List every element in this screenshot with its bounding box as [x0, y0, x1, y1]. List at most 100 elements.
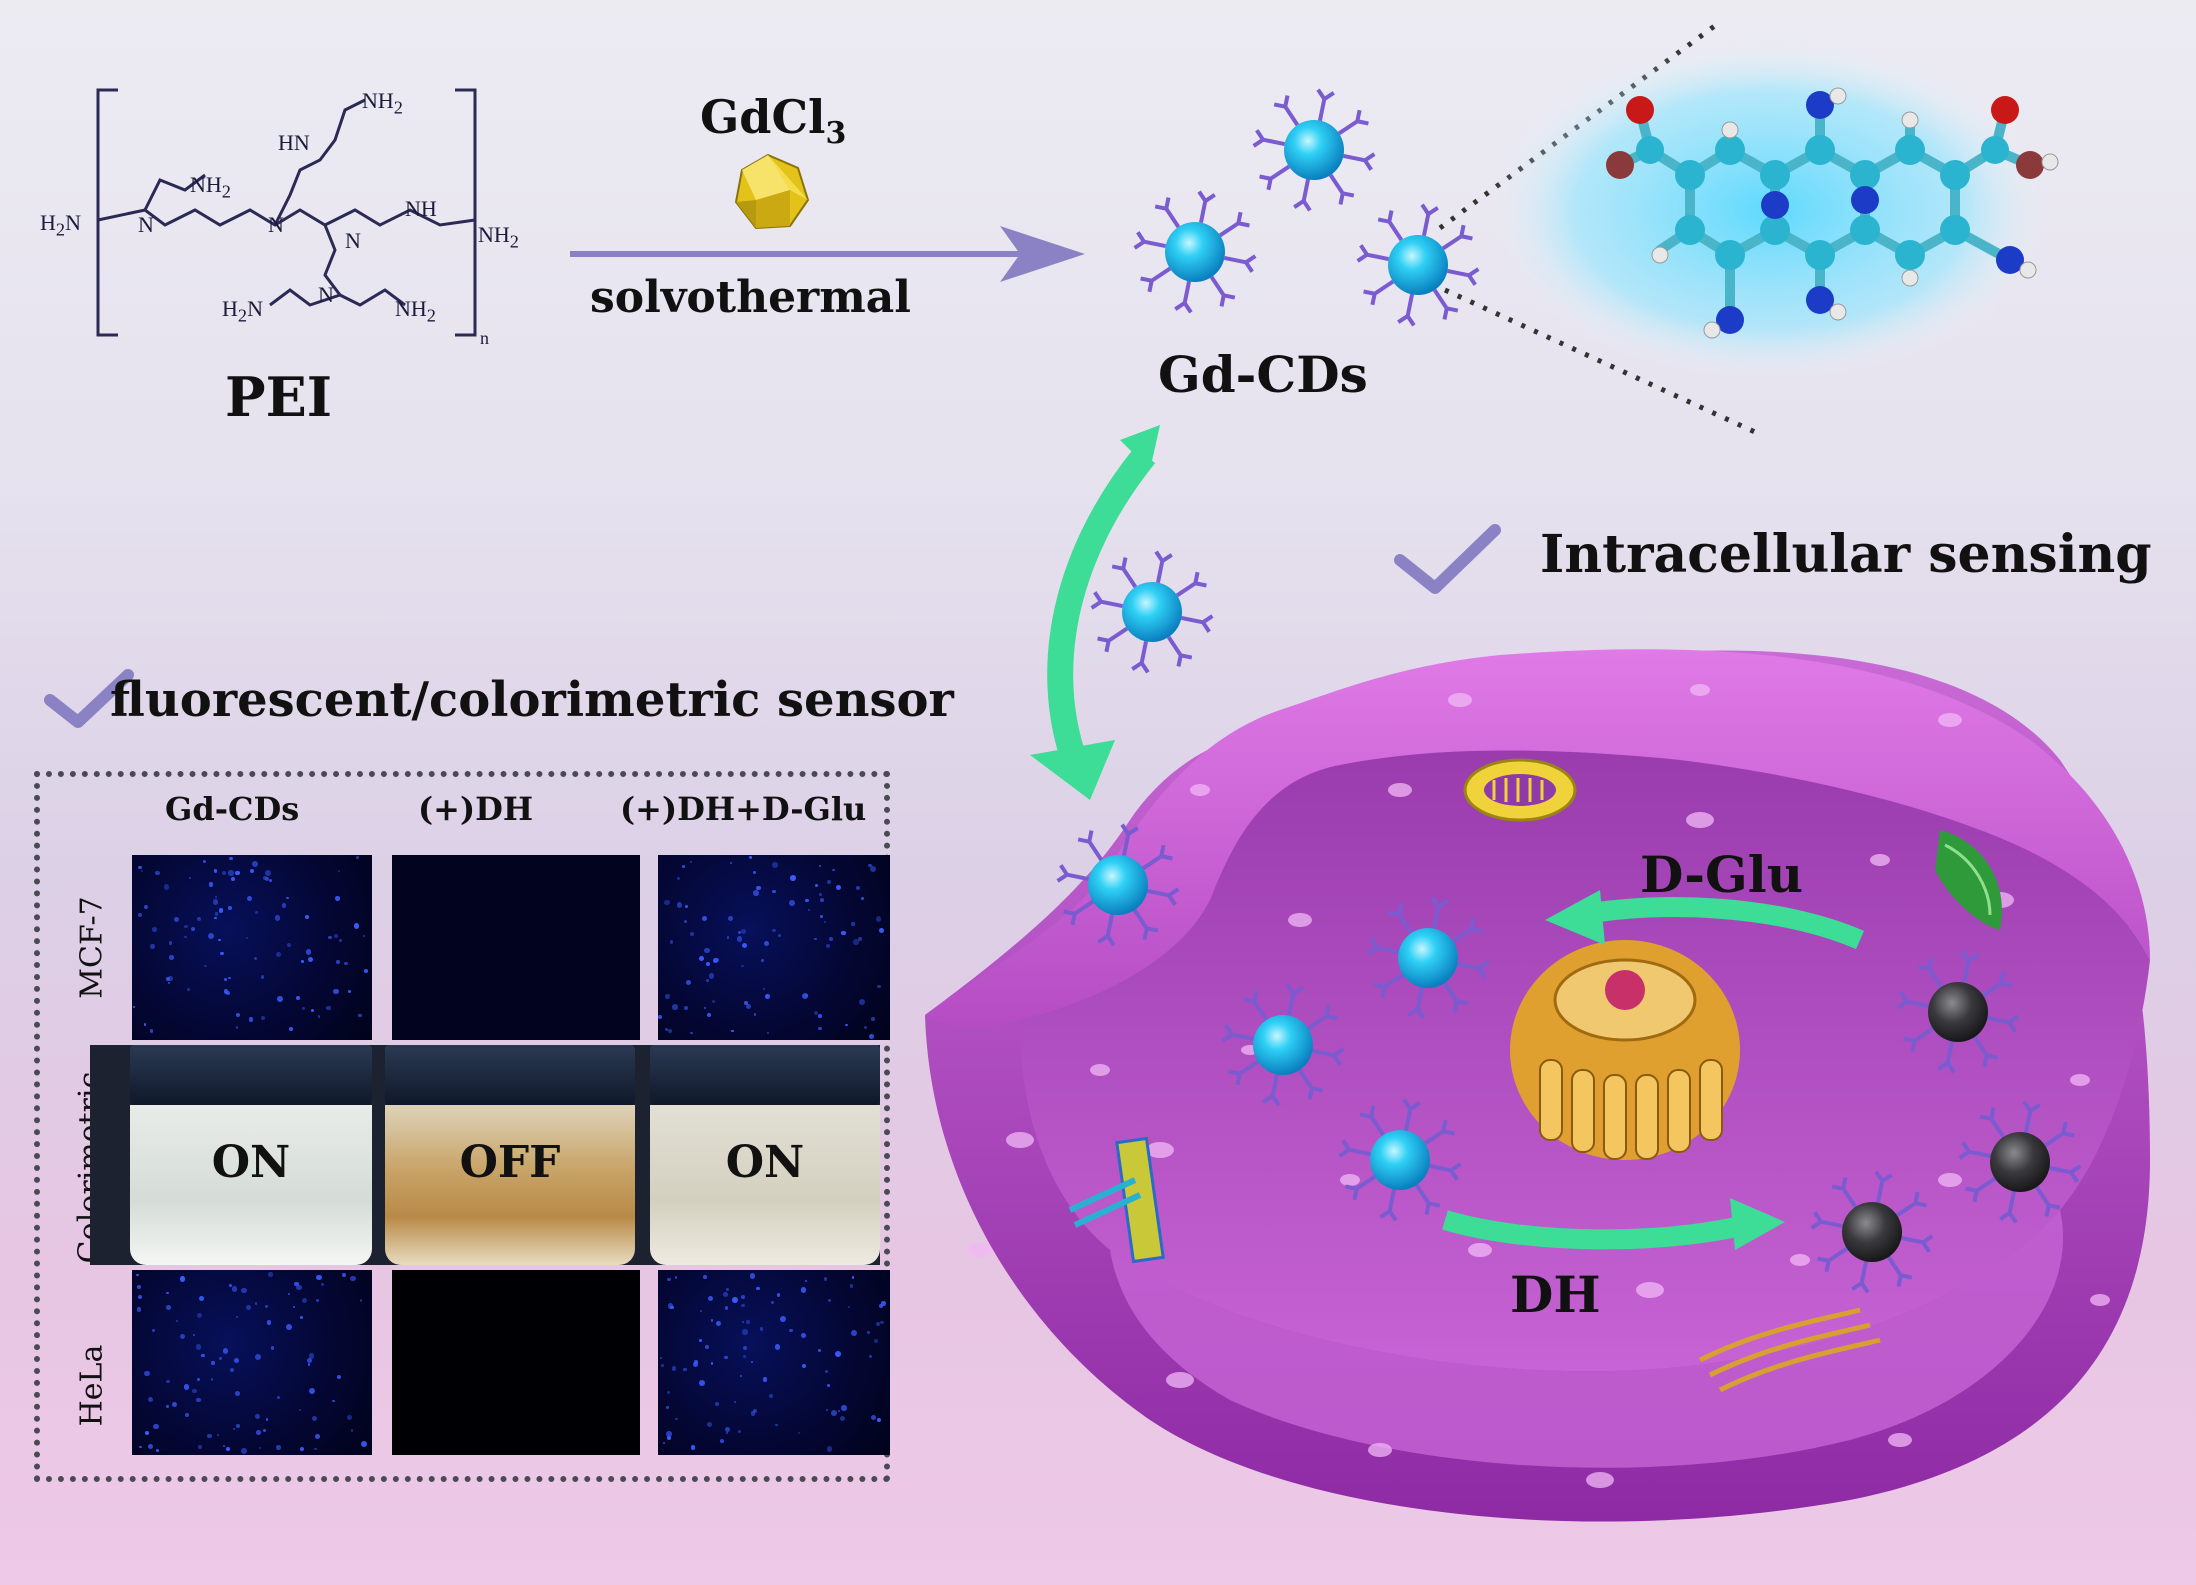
fluorescence-speck [819, 898, 824, 903]
fluorescence-speck [306, 1357, 313, 1364]
fluorescence-speck [235, 1012, 240, 1017]
ligand-arm [1218, 211, 1250, 238]
fluorescence-speck [832, 868, 835, 872]
fluorescence-speck [704, 947, 710, 953]
fluorescence-speck [826, 943, 831, 948]
fluorescence-speck [662, 1442, 665, 1445]
golgi-icon [1698, 1307, 1881, 1393]
ligand-arm [1896, 991, 1929, 1010]
carbon-dot-core [1088, 855, 1148, 915]
fluorescence-speck [849, 1284, 854, 1288]
fluorescence-speck [207, 1433, 212, 1439]
fluorescence-speck [683, 1005, 689, 1011]
fluorescence-speck [307, 957, 314, 963]
fluorescence-speck [724, 1426, 731, 1433]
fluorescence-speck [363, 968, 368, 973]
fluorescence-speck [876, 1417, 882, 1423]
ligand-arm [1402, 1098, 1421, 1131]
fluorescence-speck [703, 1275, 708, 1280]
fluorescence-speck [700, 1310, 703, 1313]
ligand-arm [1363, 279, 1395, 306]
fluorescence-speck [658, 1015, 662, 1020]
carbon-dot-core [1388, 235, 1448, 295]
ligand-arm [1345, 1174, 1377, 1201]
fluorescence-speck [209, 882, 214, 887]
fluorescence-speck [750, 1361, 753, 1364]
gd-cds-label: Gd-CDs [1158, 345, 1368, 404]
fluorescence-speck [137, 912, 142, 918]
fluorescence-speck [853, 939, 859, 945]
fluorescence-speck [301, 960, 304, 963]
ligand-arm [2022, 1100, 2041, 1133]
fluorescence-speck [827, 1298, 832, 1303]
check-icon-intracellular [1394, 524, 1501, 594]
ligand-arm [1901, 1234, 1934, 1253]
fluorescence-speck [214, 912, 218, 916]
fluorescence-speck [254, 1302, 258, 1305]
ligand-arm [1457, 960, 1490, 979]
fluorescence-speck [196, 1377, 200, 1381]
fluorescence-speck [274, 914, 281, 921]
fluorescence-speck [800, 1332, 806, 1338]
fluorescence-speck [753, 1012, 757, 1016]
ligand-arm [1972, 1035, 1999, 1067]
fluorescence-speck [685, 980, 691, 986]
zoom-line-bottom [1443, 287, 1757, 435]
fluorescence-speck [824, 1370, 828, 1374]
ligand-arm [1359, 1105, 1386, 1137]
pei-structure [96, 88, 477, 337]
fluorescence-speck [288, 1026, 293, 1031]
fluorescence-speck [726, 1432, 729, 1435]
fluorescence-speck [871, 1017, 875, 1021]
ligand-arm [1377, 210, 1404, 242]
fluorescence-speck [137, 1295, 142, 1300]
fluorescence-speck [665, 1405, 669, 1410]
fluorescence-speck [307, 1363, 311, 1366]
fluorescence-speck [344, 962, 348, 966]
fluorescence-speck [335, 896, 341, 901]
fluorescence-speck [740, 929, 746, 935]
fluorescence-speck [229, 856, 233, 861]
ligand-arm [1252, 129, 1285, 148]
ligand-arm [1429, 1162, 1462, 1181]
fluorescence-speck [878, 927, 885, 934]
fluorescence-speck [316, 1298, 320, 1302]
fluorescence-speck [198, 1444, 203, 1449]
carbon-dot-core [1165, 222, 1225, 282]
fluorescence-speck [746, 1320, 751, 1325]
fluorescence-speck [143, 1023, 147, 1026]
fluorescence-speck [281, 902, 287, 908]
fluorescence-speck [235, 1423, 241, 1429]
vial-label-3: ON [725, 1137, 805, 1188]
fluorescence-speck [789, 875, 796, 882]
ligand-arm [1895, 1191, 1927, 1218]
fluorescence-speck [675, 1418, 678, 1421]
fluorescence-speck [211, 1361, 215, 1365]
fluorescence-speck [699, 1380, 706, 1387]
ligand-arm [1262, 1074, 1281, 1107]
fluorescence-speck [268, 878, 273, 882]
fluorescence-speck [250, 869, 255, 873]
fluorescence-speck [835, 1351, 841, 1357]
fluorescence-speck [236, 1315, 239, 1318]
ligand-arm [1120, 823, 1139, 856]
ligand-arm [1273, 95, 1300, 127]
ligand-arm [1293, 179, 1312, 212]
fluorescence-speck [814, 937, 817, 940]
fluorescence-speck [299, 1315, 304, 1320]
ligand-arm [1337, 109, 1369, 136]
ligand-arm [1285, 983, 1304, 1016]
fluorescence-speck [683, 1367, 687, 1372]
fluorescence-speck [317, 1015, 321, 1018]
fluorescence-speck [835, 884, 841, 890]
ligand-arm [1316, 88, 1335, 121]
fluorescence-speck [198, 1295, 204, 1301]
fluorescence-speck [196, 1312, 202, 1319]
fluorescence-speck [260, 975, 265, 979]
fluorescence-speck [820, 915, 823, 919]
fluorescence-speck [192, 1333, 196, 1337]
fluorescence-speck [294, 1281, 299, 1287]
fluorescence-speck [841, 1405, 847, 1411]
fluorescence-speck [264, 877, 269, 882]
fluorescence-speck [667, 1303, 674, 1309]
